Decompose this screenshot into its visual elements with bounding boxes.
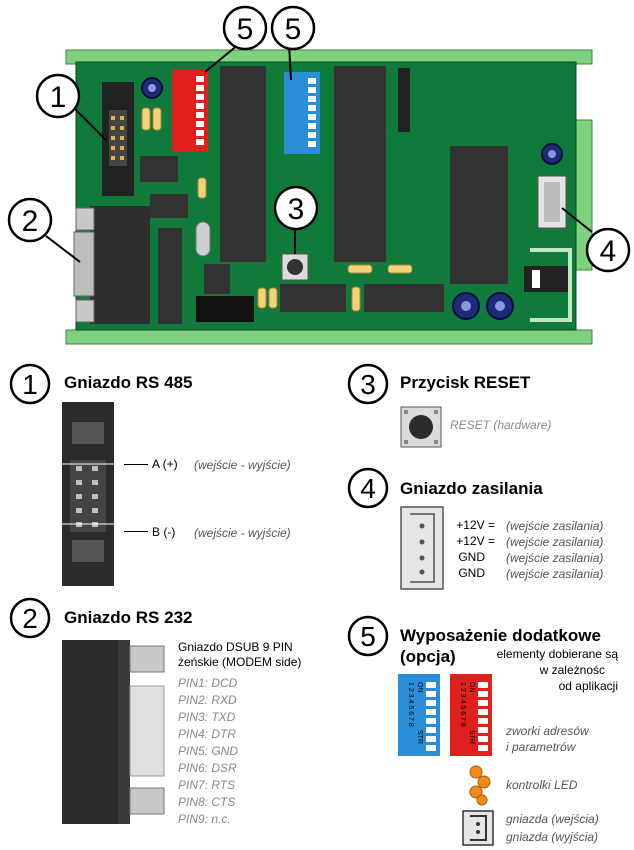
- rs485-note-b: (wejście - wyjście): [194, 526, 291, 540]
- power-pin-name: GND: [458, 566, 485, 580]
- power-pin-name: +12V =: [456, 518, 495, 532]
- section-5-title-2: (opcja): [400, 647, 456, 666]
- callout-label: 1: [50, 81, 67, 114]
- rs485-note-a: (wejście - wyjście): [194, 458, 291, 472]
- section-5-desc-3: od aplikacji: [558, 679, 618, 693]
- callout-marker: 5: [222, 5, 268, 51]
- svg-text:1 2 3 4 5 6 7 8: 1 2 3 4 5 6 7 8: [407, 682, 414, 727]
- ic-chip: [220, 66, 266, 262]
- ic-chip: [150, 194, 188, 218]
- rs232-pin: PIN2: RXD: [178, 693, 237, 707]
- power-pin-note: (wejście zasilania): [506, 567, 604, 581]
- led-icon: [476, 794, 488, 806]
- svg-text:ON: ON: [468, 682, 475, 693]
- rs232-pin: PIN9: n.c.: [178, 812, 231, 826]
- rs485-pin-a: A (+): [152, 457, 178, 471]
- section-4-title: Gniazdo zasilania: [400, 479, 543, 498]
- callout-marker: 1: [35, 73, 81, 119]
- section-1-title: Gniazdo RS 485: [64, 373, 193, 392]
- svg-text:1 2 3 4 5 6 7 8: 1 2 3 4 5 6 7 8: [459, 682, 466, 727]
- svg-text:4: 4: [360, 473, 376, 504]
- dip-switch-blue: 1 2 3 4 5 6 7 8 ON STR: [398, 674, 440, 756]
- dip-note-2: i parametrów: [506, 740, 576, 754]
- rs232-pin: PIN4: DTR: [178, 727, 237, 741]
- rs485-pin-b: B (-): [152, 525, 176, 539]
- callout-label: 5: [237, 13, 254, 46]
- ic-chip: [364, 284, 444, 312]
- rs232-desc-1: Gniazdo DSUB 9 PIN: [178, 640, 293, 654]
- small-connector-icon: [462, 810, 494, 846]
- power-pin-note: (wejście zasilania): [506, 551, 604, 565]
- rs232-pin: PIN5: GND: [178, 744, 239, 758]
- ic-chip: [204, 264, 230, 294]
- ic-chip: [280, 284, 346, 312]
- rs485-header-drawing: [49, 402, 151, 586]
- board-dip-red: [172, 70, 208, 152]
- crystal: [195, 221, 211, 257]
- ic-chip: [334, 66, 386, 262]
- ic-chip: [450, 146, 508, 284]
- section-5-desc-2: w zależnośc: [539, 663, 605, 677]
- svg-text:1: 1: [22, 369, 38, 400]
- rs232-pin: PIN8: CTS: [178, 795, 236, 809]
- voltage-regulator: [398, 68, 410, 132]
- power-pin-note: (wejście zasilania): [506, 519, 604, 533]
- callout-marker: 4: [585, 227, 631, 273]
- rs232-pin-list: PIN1: DCD PIN2: RXD PIN3: TXD PIN4: DTR …: [178, 676, 238, 829]
- power-pin-note: (wejście zasilania): [506, 535, 604, 549]
- power-connector-drawing: [400, 506, 444, 590]
- conn-note-1: gniazda (wejścia): [506, 812, 599, 826]
- reset-button-drawing: [400, 406, 442, 448]
- board-dsub-connector: [90, 206, 150, 324]
- rs232-pin: PIN6: DSR: [178, 761, 237, 775]
- callout-label: 2: [22, 205, 39, 238]
- svg-text:STR: STR: [416, 730, 423, 744]
- section-5-number: 5: [347, 615, 389, 657]
- svg-text:3: 3: [360, 369, 376, 400]
- section-1-number: 1: [9, 363, 51, 405]
- dip-note-1: zworki adresów: [506, 724, 589, 738]
- callout-marker: 5: [270, 5, 316, 51]
- board-dip-blue: [284, 72, 320, 154]
- ic-chip: [158, 228, 182, 324]
- power-pin-name: GND: [458, 550, 485, 564]
- section-5-title-1: Wyposażenie dodatkowe: [400, 626, 601, 645]
- svg-text:5: 5: [360, 621, 376, 652]
- led-icon: [477, 775, 491, 789]
- power-pin-name: +12V =: [456, 534, 495, 548]
- svg-text:STR: STR: [468, 730, 475, 744]
- svg-text:ON: ON: [416, 682, 423, 693]
- reset-note: RESET (hardware): [450, 418, 552, 432]
- conn-note-2: gniazda (wyjścia): [506, 830, 599, 844]
- callout-label: 4: [600, 235, 617, 268]
- dip-switch-red: 1 2 3 4 5 6 7 8 ON STR: [450, 674, 492, 756]
- rs232-pin: PIN3: TXD: [178, 710, 236, 724]
- section-3-title: Przycisk RESET: [400, 373, 531, 392]
- rs232-dsub-drawing: [62, 640, 165, 824]
- section-2-number: 2: [9, 597, 51, 639]
- ic-chip: [196, 296, 254, 322]
- dip-switch-pair: 1 2 3 4 5 6 7 8 ON STR 1 2 3 4 5 6 7 8 O…: [398, 674, 492, 756]
- ic-chip: [140, 156, 178, 182]
- svg-text:2: 2: [22, 603, 38, 634]
- led-icon: [469, 785, 483, 799]
- callout-label: 5: [285, 13, 302, 46]
- callout-marker: 2: [7, 197, 53, 243]
- rs232-pin: PIN7: RTS: [178, 778, 236, 792]
- rs232-desc-2: żeńskie (MODEM side): [178, 655, 302, 669]
- led-icon: [469, 765, 483, 779]
- pcb-illustration: 1 2 5 5 3 4: [7, 5, 631, 345]
- section-2-title: Gniazdo RS 232: [64, 608, 193, 627]
- callout-label: 3: [288, 193, 305, 226]
- led-note: kontrolki LED: [506, 778, 578, 792]
- callout-marker: 3: [273, 185, 319, 231]
- din-rail-bottom: [65, 329, 593, 345]
- led-icons: [469, 765, 491, 806]
- section-3-number: 3: [347, 363, 389, 405]
- section-4-number: 4: [347, 467, 389, 509]
- rs232-pin: PIN1: DCD: [178, 676, 238, 690]
- section-5-desc-1: elementy dobierane są: [496, 647, 618, 661]
